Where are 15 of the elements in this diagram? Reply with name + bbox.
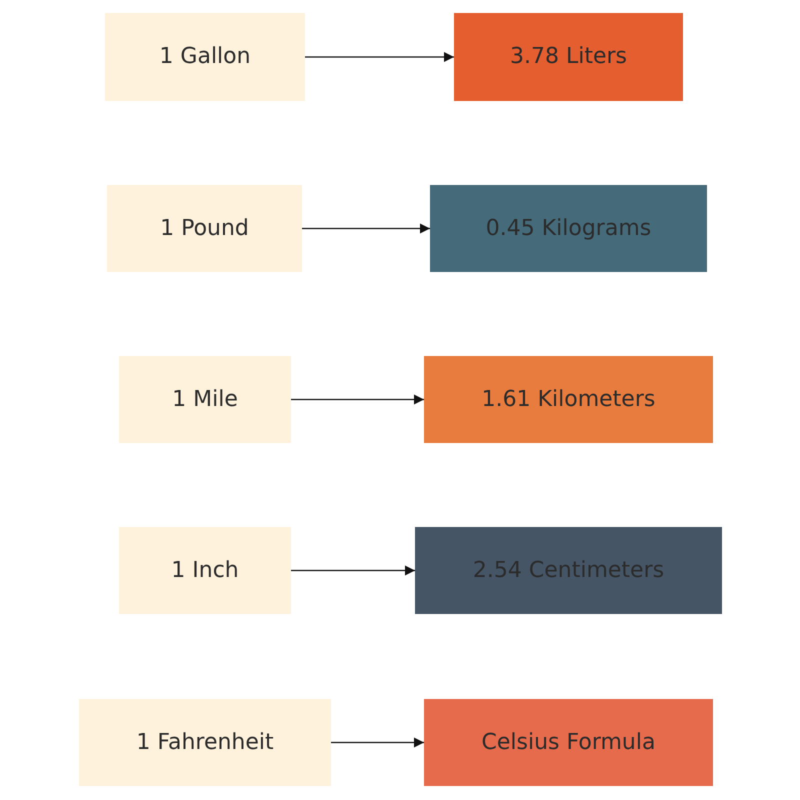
result-box: 0.45 Kilograms [430,185,707,272]
unit-box: 1 Fahrenheit [79,699,331,786]
result-box: 2.54 Centimeters [415,527,722,614]
unit-box: 1 Mile [119,356,291,443]
unit-box: 1 Pound [107,185,302,272]
unit-box: 1 Gallon [105,13,305,101]
arrow [291,566,415,576]
arrow [331,738,424,748]
unit-box: 1 Inch [119,527,291,614]
result-box: 1.61 Kilometers [424,356,713,443]
result-box: Celsius Formula [424,699,713,786]
arrow [305,52,454,62]
arrow [302,224,430,234]
arrow [291,394,424,404]
result-box: 3.78 Liters [454,13,683,101]
